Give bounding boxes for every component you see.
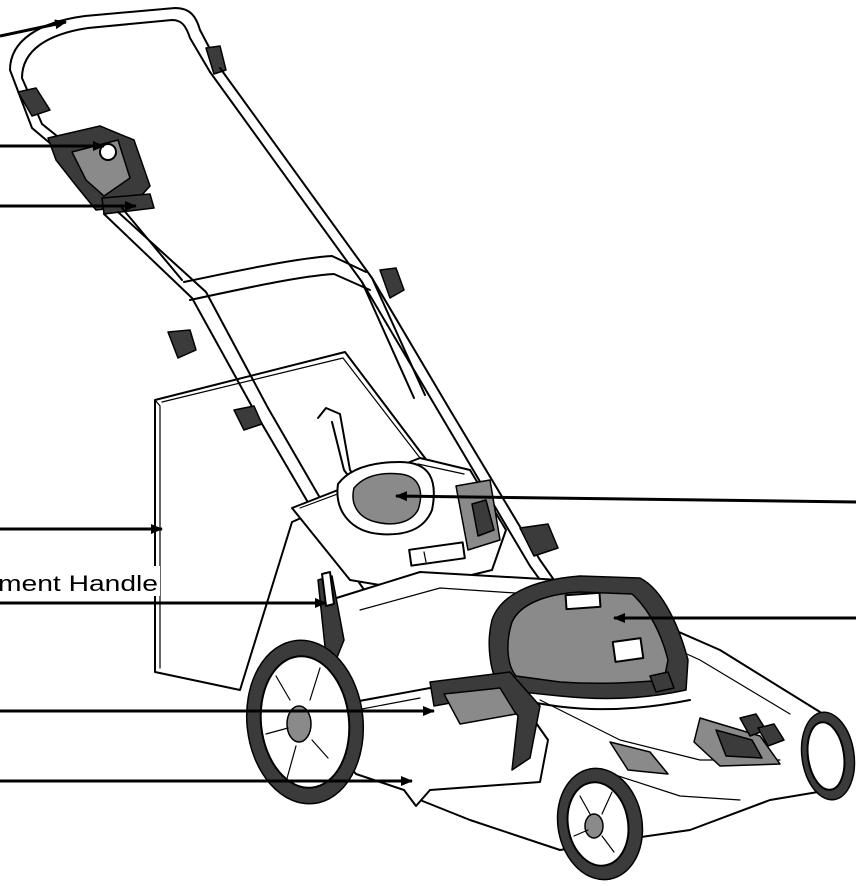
rear-left-wheel [245, 639, 365, 805]
arrow-safety-flap [395, 491, 856, 504]
rear-flap [329, 671, 549, 807]
arrow-handle-bail [0, 19, 67, 38]
front-wheel [556, 767, 644, 881]
battery-cover [488, 575, 691, 711]
adjustment-handle-label: ment Handle [0, 571, 158, 596]
label-background [0, 566, 160, 596]
callout-arrows [0, 19, 856, 786]
rear-right-wheel [800, 711, 856, 801]
bag-frame [291, 407, 507, 591]
